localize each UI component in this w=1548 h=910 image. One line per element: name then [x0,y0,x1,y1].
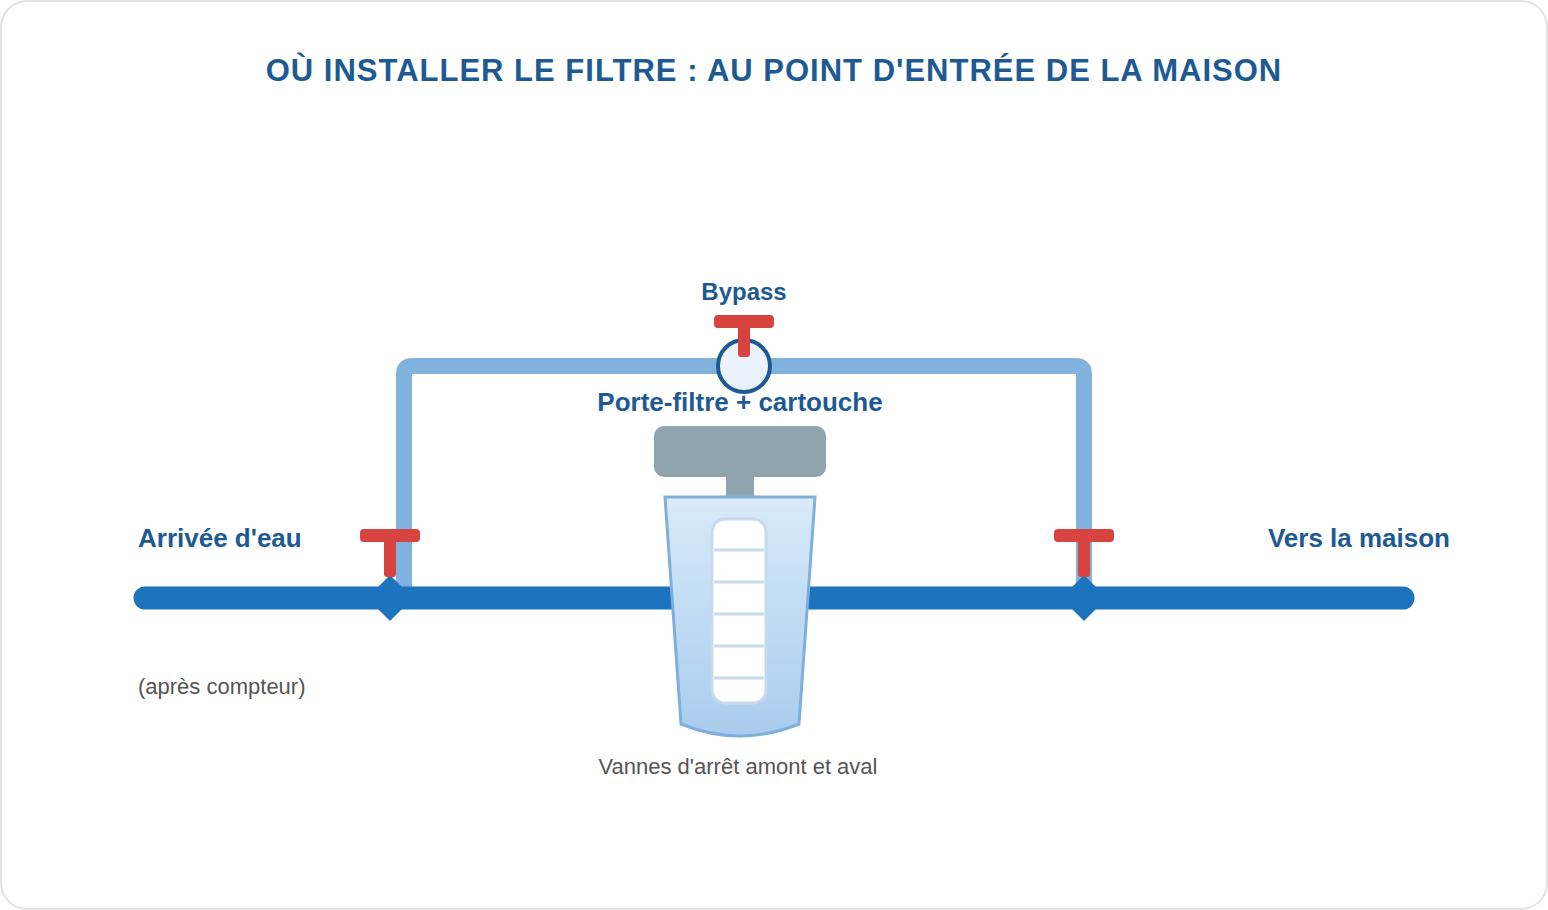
bypass-valve-shape [710,310,778,400]
filter-housing-shape [650,424,830,746]
outlet-valve [1054,529,1114,621]
valves-note: Vannes d'arrêt amont et aval [599,754,878,780]
filter-housing: Porte-filtre + cartouche [650,424,830,746]
inlet-note: (après compteur) [138,674,306,700]
diagram-title: OÙ INSTALLER LE FILTRE : AU POINT D'ENTR… [0,52,1548,89]
node-heading: Porte-filtre + cartouche [597,387,882,418]
outlet-label: Vers la maison [1268,523,1450,554]
inlet-valve [360,529,420,621]
bypass-valve: Bypass [710,310,778,400]
inlet-label: Arrivée d'eau [138,523,302,554]
node-heading: Bypass [701,278,786,307]
